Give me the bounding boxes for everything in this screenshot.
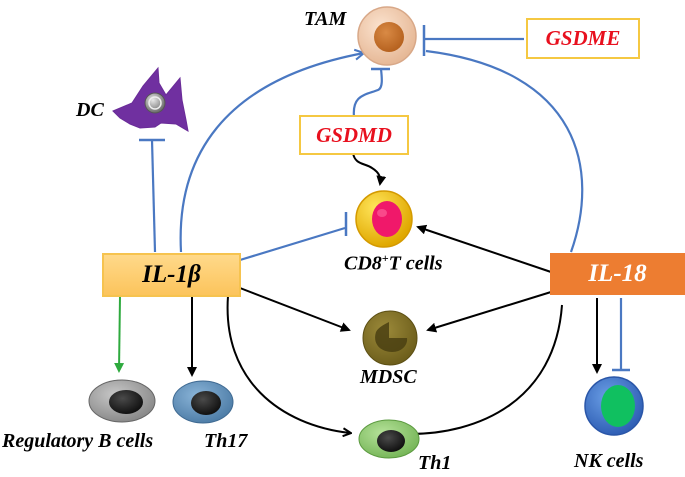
cd8-label: CD8+T cells xyxy=(344,251,443,276)
edge-il18-to-cd8 xyxy=(416,224,552,273)
cd8-label-superscript: + xyxy=(381,251,389,265)
edge-il1b-to-regulatory-b xyxy=(114,295,125,373)
th17-cell-icon xyxy=(172,380,234,424)
regulatory-b-label: Regulatory B cells xyxy=(2,430,154,452)
edge-il1b-to-tam xyxy=(179,53,364,253)
tam-cell-icon xyxy=(357,6,417,66)
il18-box: IL-18 xyxy=(550,253,685,295)
th1-cell-icon xyxy=(358,419,420,459)
nk-cell-icon xyxy=(584,376,644,436)
mdsc-label: MDSC xyxy=(360,366,417,388)
th17-label: Th17 xyxy=(204,430,248,452)
edge-gsdmd-to-cd8 xyxy=(352,152,387,186)
mdsc-cell-icon xyxy=(362,310,418,366)
dc-cell-icon xyxy=(112,66,189,132)
cd8-label-suffix: T cells xyxy=(388,252,443,275)
edge-il1b-inhibits-dc xyxy=(150,139,157,253)
gsdmd-box: GSDMD xyxy=(299,115,409,155)
il1b-box: IL-1β xyxy=(102,253,241,297)
regulatory-b-cell-icon xyxy=(88,379,156,423)
edge-il18-to-mdsc xyxy=(426,291,552,333)
edge-il1b-to-mdsc xyxy=(239,287,351,332)
edge-il18-to-th1 xyxy=(406,304,563,434)
edge-il1b-to-th1 xyxy=(226,295,350,433)
tam-label: TAM xyxy=(304,8,347,30)
cd8-t-cell-icon xyxy=(355,190,413,248)
edge-il1b-inhibits-cd8 xyxy=(239,226,346,262)
cd8-label-prefix: CD8 xyxy=(344,252,382,275)
gsdme-box: GSDME xyxy=(526,18,640,59)
th1-label: Th1 xyxy=(418,452,452,474)
edge-il18-inhibits-tam xyxy=(425,49,584,253)
nk-label: NK cells xyxy=(574,450,644,472)
edge-gsdmd-inhibits-tam xyxy=(352,68,383,118)
dc-label: DC xyxy=(76,99,104,121)
